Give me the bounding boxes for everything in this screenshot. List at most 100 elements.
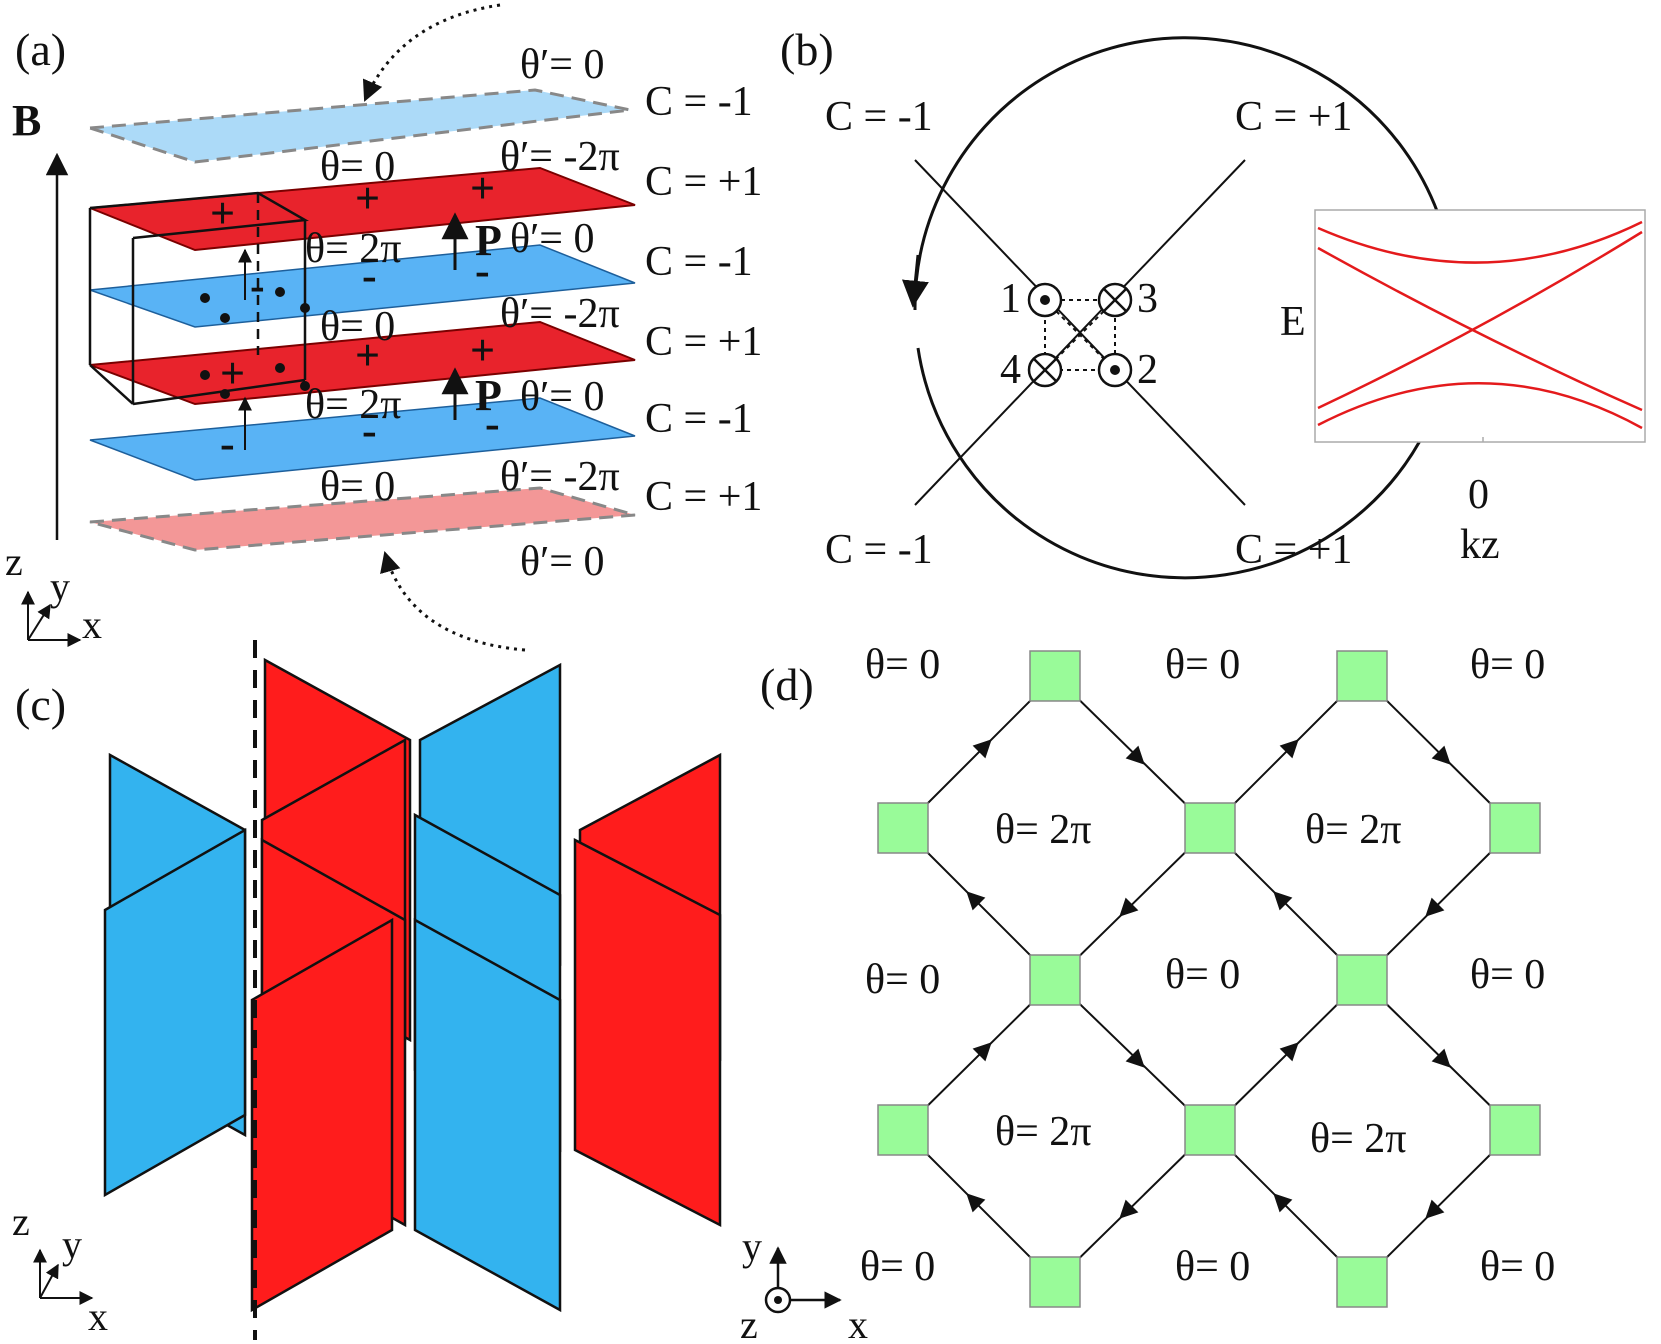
axis-x-label: x (82, 602, 102, 647)
chern-label-top-right: C = +1 (1235, 94, 1352, 140)
chern-label: C = -1 (645, 79, 753, 125)
lattice-node (1184, 802, 1236, 854)
unit-box (88, 191, 309, 406)
axis-z-label: z (740, 1302, 758, 1344)
theta-two-pi-label: θ= 2π (1305, 807, 1402, 853)
axes-c: z y x (12, 1199, 108, 1339)
winding-arrow (901, 254, 929, 308)
theta-prime-label: θ′= 0 (520, 42, 605, 88)
panel-c-label: (c) (15, 679, 66, 730)
plus-sign: + (355, 331, 380, 380)
theta-prime-label: θ′= -2π (500, 291, 620, 337)
axis-x-label: x (848, 1302, 868, 1344)
panel-c: (c) z y x (12, 640, 722, 1340)
z-out-of-plane-icon (764, 1286, 792, 1314)
panel-b-label: (b) (780, 24, 834, 75)
theta-two-pi-label: θ= 2π (995, 807, 1092, 853)
theta-zero-label: θ= 0 (865, 642, 940, 688)
plus-sign: + (470, 164, 495, 213)
node-out-of-plane-icon (1097, 352, 1133, 388)
theta-two-pi-label: θ= 2π (1310, 1116, 1407, 1162)
layer-top-faded-blue (89, 88, 631, 164)
band-curves (1317, 220, 1643, 430)
kz-axis-label: kz (1460, 522, 1500, 568)
charge-dots (200, 287, 310, 399)
minus-sign: - (362, 251, 377, 300)
theta-two-pi-label: θ= 2π (995, 1109, 1092, 1155)
layer-bottom-faded-pink (89, 486, 636, 552)
lattice-node (877, 1104, 929, 1156)
theta-zero-label: θ= 0 (1165, 642, 1240, 688)
lattice-node (1184, 1104, 1236, 1156)
chern-label: C = +1 (645, 319, 762, 365)
node-into-plane-icon (1097, 282, 1133, 318)
theta-zero-label: θ= 0 (1165, 952, 1240, 998)
plus-sign: + (220, 349, 245, 398)
theta-label: θ= 0 (320, 464, 395, 510)
panel-d: (d) (740, 642, 1555, 1344)
layer-blue-2 (89, 397, 636, 481)
axis-y-label: y (62, 1222, 82, 1267)
theta-zero-label: θ= 0 (865, 957, 940, 1003)
layer-blue-1 (89, 244, 636, 328)
axis-x-label: x (88, 1294, 108, 1339)
minus-sign: - (475, 246, 490, 295)
panel-d-label: (d) (760, 659, 814, 710)
theta-zero-label: θ= 0 (1470, 642, 1545, 688)
axes-d: y z x (740, 1224, 868, 1344)
node-out-of-plane-icon (1027, 282, 1063, 318)
panel-a-label: (a) (15, 24, 66, 75)
layer-red-2 (89, 320, 636, 406)
lattice-node (1029, 954, 1081, 1006)
chern-line-tr-bl (914, 159, 1246, 506)
minus-sign: - (250, 261, 265, 310)
theta-zero-label: θ= 0 (1470, 952, 1545, 998)
polarization-label-1: P (475, 216, 502, 265)
node-label: 3 (1137, 276, 1158, 322)
chern-label: C = +1 (645, 159, 762, 205)
node-label: 4 (1000, 347, 1021, 393)
node-into-plane-icon (1027, 352, 1063, 388)
minus-sign: - (220, 419, 235, 468)
chern-label: C = -1 (645, 239, 753, 285)
theta-zero-label: θ= 0 (860, 1244, 935, 1290)
dotted-arrow-top (362, 3, 501, 102)
theta-region-labels: θ= 0 θ= 0 θ= 0 θ= 2π θ= 2π θ= 0 θ= 0 θ= … (860, 642, 1555, 1290)
lattice-nodes (877, 650, 1541, 1308)
chern-label: C = +1 (645, 474, 762, 520)
lattice-node (1336, 1256, 1388, 1308)
axis-y-label: y (742, 1224, 762, 1269)
panel-b: (b) 1 3 4 2 C (780, 24, 1646, 580)
axis-y-label: y (50, 564, 70, 609)
node-label: 1 (1000, 276, 1021, 322)
charge-signs: + + + - - - + + + - - - (210, 164, 500, 468)
axes-a: z y x (5, 539, 102, 647)
polarization-label-2: P (475, 371, 502, 420)
node-label: 2 (1137, 347, 1158, 393)
lattice-node (1029, 650, 1081, 702)
plus-sign: + (210, 189, 235, 238)
chern-label-bottom-left: C = -1 (825, 527, 933, 573)
dotted-arrow-bottom (380, 550, 526, 652)
chern-label: C = -1 (645, 396, 753, 442)
theta-label: θ= 2π (305, 382, 402, 428)
theta-zero-label: θ= 0 (1480, 1244, 1555, 1290)
theta-prime-label: θ′= 0 (520, 539, 605, 585)
minus-sign: - (362, 406, 377, 455)
lattice-node (877, 802, 929, 854)
lattice-node (1336, 954, 1388, 1006)
theta-prime-label: θ′= -2π (500, 134, 620, 180)
theta-label: θ= 0 (320, 144, 395, 190)
panel-a: (a) B P (5, 3, 762, 652)
theta-prime-label: θ′= 0 (510, 216, 595, 262)
lattice-node (1336, 650, 1388, 702)
theta-zero-label: θ= 0 (1175, 1244, 1250, 1290)
axis-z-label: z (5, 539, 23, 584)
kz-zero-label: 0 (1468, 472, 1489, 518)
energy-axis-label: E (1280, 299, 1306, 345)
plus-sign: + (470, 326, 495, 375)
chern-label-top-left: C = -1 (825, 94, 933, 140)
plus-sign: + (355, 174, 380, 223)
theta-label: θ= 0 (320, 304, 395, 350)
